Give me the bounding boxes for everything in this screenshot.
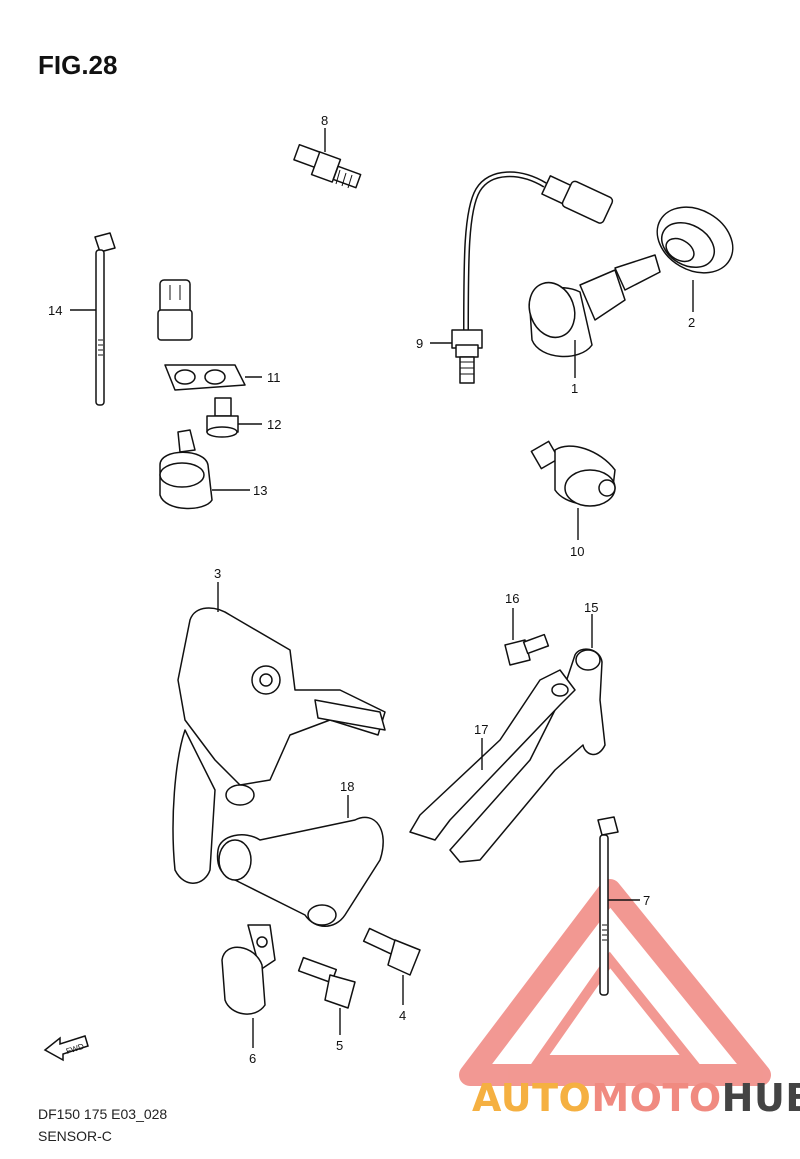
callout-5: 5 [336,1038,343,1053]
part-11-clamp-plate [164,364,246,391]
callout-1: 1 [571,381,578,396]
part-17-bracket [409,669,576,841]
part-6-clamp [221,924,276,1015]
part-18-plate [216,816,384,927]
callout-6: 6 [249,1051,256,1066]
callout-13: 13 [253,483,267,498]
part-3-bracket [172,607,386,884]
callout-3: 3 [214,566,221,581]
callout-9: 9 [416,336,423,351]
part-8-temperature-sensor [157,125,362,341]
callout-16: 16 [505,591,519,606]
callout-11: 11 [267,370,281,385]
part-5-bolt [297,956,356,1009]
callout-8: 8 [321,113,328,128]
watermark-moto: MOTO [591,1076,722,1120]
part-4-bolt [362,927,421,976]
watermark-auto: AUTO [472,1076,592,1120]
callout-10: 10 [570,544,584,559]
callout-7: 7 [643,893,650,908]
callout-15: 15 [584,600,598,615]
watermark-logo [459,879,771,1086]
diagram-name: SENSOR-C [38,1128,112,1144]
part-1-sensor [528,254,661,358]
callout-12: 12 [267,417,281,432]
callout-17: 17 [474,722,488,737]
part-7-cable-tie [597,816,619,996]
diagram-code: DF150 175 E03_028 [38,1106,168,1122]
part-13-clamp [159,429,213,510]
part-10-knock-sensor [530,440,616,507]
part-14-cable-tie [94,232,116,406]
callout-4: 4 [399,1008,406,1023]
callout-14: 14 [48,303,62,318]
watermark-hub: HUB [721,1076,800,1120]
fwd-arrow-icon: FWD [43,1035,89,1062]
part-9-sensor [451,171,614,384]
part-2-grommet [656,206,734,274]
figure-title: FIG.28 [38,50,118,80]
callout-18: 18 [340,779,354,794]
watermark-text: AUTOMOTOHUB [472,1076,800,1120]
part-16-bolt [504,633,550,666]
callout-2: 2 [688,315,695,330]
part-15-bracket [449,648,606,863]
part-12-bolt [206,397,239,438]
